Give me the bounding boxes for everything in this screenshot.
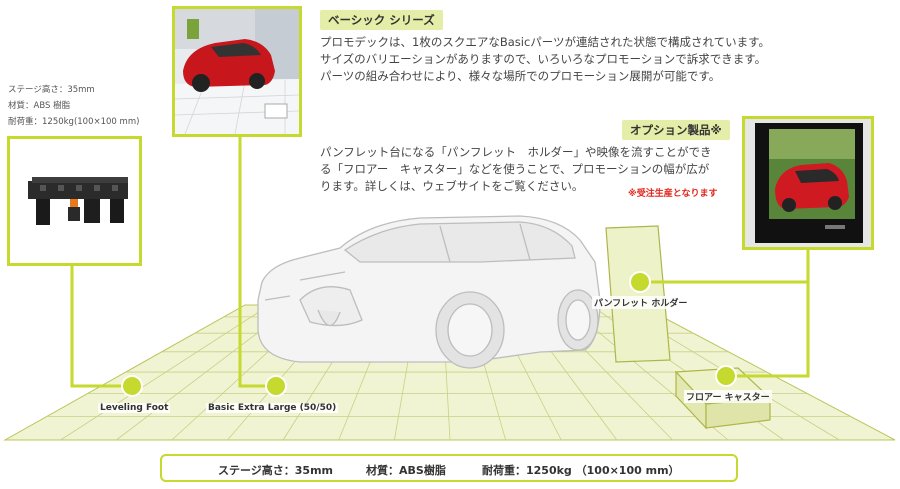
- bar-load: 耐荷重：1250kg （100×100 mm）: [482, 464, 680, 477]
- basic-line-2: サイズのバリエーションがありますので、いろいろなプロモーションで訴求できます。: [320, 52, 767, 66]
- video-screen-photo: [742, 116, 874, 250]
- basic-extra-large-label: Basic Extra Large (50/50): [206, 403, 339, 413]
- tile-line: [60, 304, 270, 441]
- bar-material: 材質：ABS樹脂: [366, 464, 446, 477]
- floor-caster-label: フロアー キャスター: [684, 390, 772, 403]
- leveling-foot-photo: [7, 136, 142, 266]
- bar-height: ステージ高さ：35mm: [218, 464, 334, 477]
- option-line-3: ります。詳しくは、ウェブサイトをご覧ください。: [320, 179, 584, 193]
- option-line-2: る「フロアー キャスター」などを使うことで、プロモーションの幅が広が: [320, 162, 710, 176]
- basic-series-title: ベーシック シリーズ: [320, 10, 443, 30]
- basic-line-3: パーツの組み合わせにより、様々な場所でのプロモーション展開が可能です。: [320, 69, 721, 83]
- connector-dots: [121, 271, 737, 397]
- car-illustration: [257, 215, 601, 369]
- pamphlet-holder-illustration: [605, 225, 671, 363]
- pamphlet-holder-label: パンフレット ホルダー: [592, 296, 690, 309]
- spec-height: ステージ高さ：35mm: [8, 85, 95, 95]
- spec-material: 材質：ABS 樹脂: [8, 101, 71, 111]
- leveling-foot-label: Leveling Foot: [98, 403, 171, 413]
- option-line-1: パンフレット台になる「パンフレット ホルダー」や映像を流すことができ: [320, 145, 712, 159]
- spec-summary-bar: ステージ高さ：35mm 材質：ABS樹脂 耐荷重：1250kg （100×100…: [160, 454, 738, 482]
- spec-load: 耐荷重：1250kg(100×100 mm): [8, 117, 140, 127]
- basic-line-1: プロモデックは、1枚のスクエアなBasicパーツが連結された状態で構成されていま…: [320, 35, 771, 49]
- connector-lines: [70, 136, 810, 388]
- made-to-order-note: ※受注生産となります: [628, 189, 718, 199]
- car-showroom-photo: [172, 6, 302, 137]
- option-title: オプション製品※: [622, 120, 730, 140]
